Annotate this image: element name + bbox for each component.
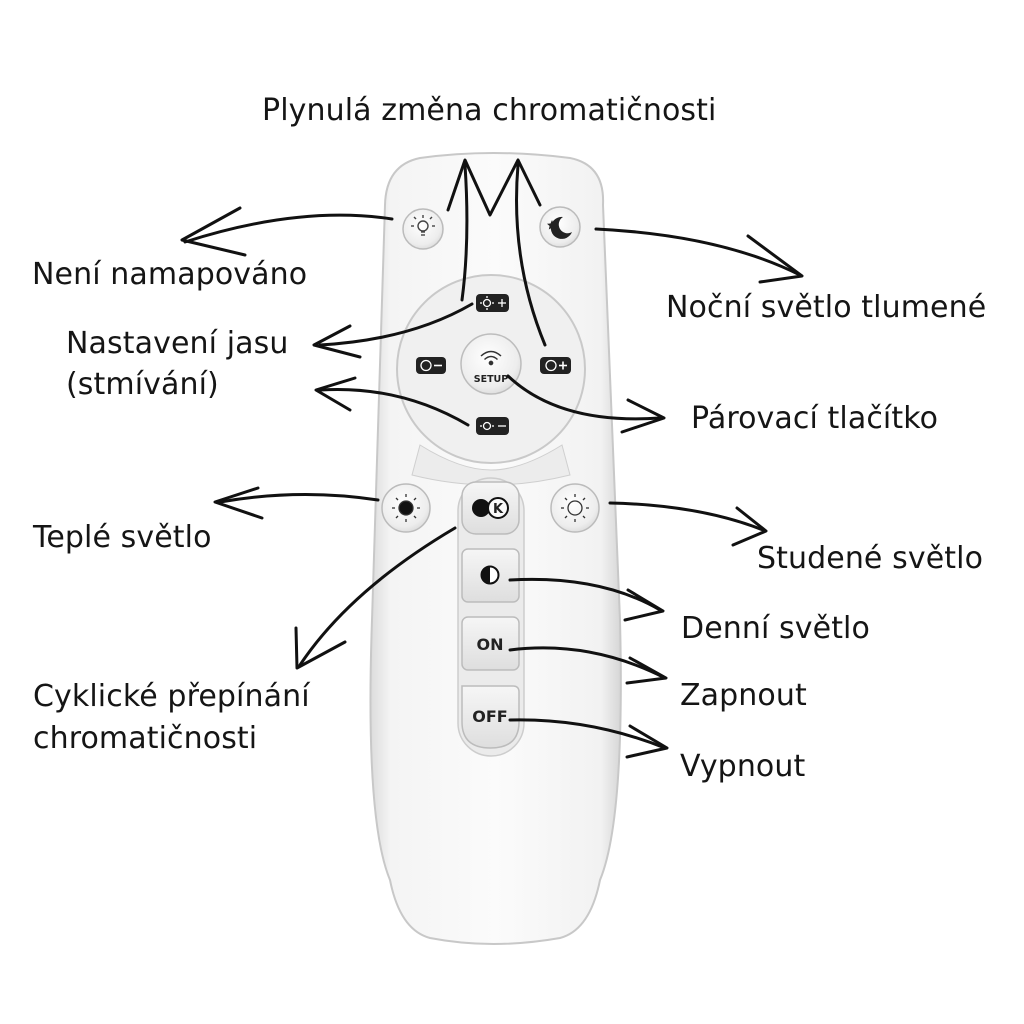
label-cold-light: Studené světlo: [757, 541, 984, 576]
half-circle-icon: [480, 565, 500, 585]
wifi-icon: [480, 350, 502, 366]
star-icon: [547, 220, 557, 230]
color-temp-up-button[interactable]: [540, 357, 571, 374]
cold-light-button[interactable]: [550, 483, 600, 533]
setup-label: SETUP: [474, 374, 509, 385]
label-brightness-2: (stmívání): [66, 367, 219, 402]
label-warm-light: Teplé světlo: [33, 520, 212, 555]
off-button[interactable]: OFF: [461, 685, 520, 749]
moon-icon: [550, 216, 572, 239]
label-off: Vypnout: [680, 749, 806, 784]
night-light-button[interactable]: [539, 206, 581, 248]
label-smooth-chromaticity: Plynulá změna chromatičnosti: [262, 93, 717, 128]
warm-light-button[interactable]: [381, 483, 431, 533]
sun-plus-icon: [480, 296, 506, 310]
setup-button[interactable]: SETUP: [460, 333, 522, 395]
bulb-icon: [411, 215, 435, 236]
sun-filled-icon: [392, 494, 420, 522]
on-label: ON: [477, 635, 504, 654]
cycle-chromaticity-button[interactable]: K: [461, 481, 520, 535]
sun-outline-icon: [561, 494, 589, 522]
k-label: K: [493, 502, 504, 517]
label-cycle-2: chromatičnosti: [33, 721, 258, 756]
brightness-down-button[interactable]: [476, 417, 509, 435]
on-button[interactable]: ON: [461, 616, 520, 671]
brightness-up-button[interactable]: [476, 294, 509, 312]
off-label: OFF: [472, 707, 507, 726]
label-daylight: Denní světlo: [681, 611, 870, 646]
label-cycle-1: Cyklické přepínání: [33, 679, 310, 714]
color-temp-down-button[interactable]: [416, 357, 446, 374]
sun-minus-icon: [480, 421, 506, 431]
half-moon-icon: [472, 499, 490, 517]
annotation-arrows: [180, 158, 804, 759]
unmapped-button[interactable]: [402, 208, 444, 250]
label-night-light: Noční světlo tlumené: [666, 290, 987, 325]
label-unmapped: Není namapováno: [32, 257, 308, 292]
label-on: Zapnout: [680, 678, 807, 713]
daylight-button[interactable]: [461, 548, 520, 603]
label-pairing: Párovací tlačítko: [691, 401, 939, 436]
label-brightness-1: Nastavení jasu: [66, 326, 289, 361]
